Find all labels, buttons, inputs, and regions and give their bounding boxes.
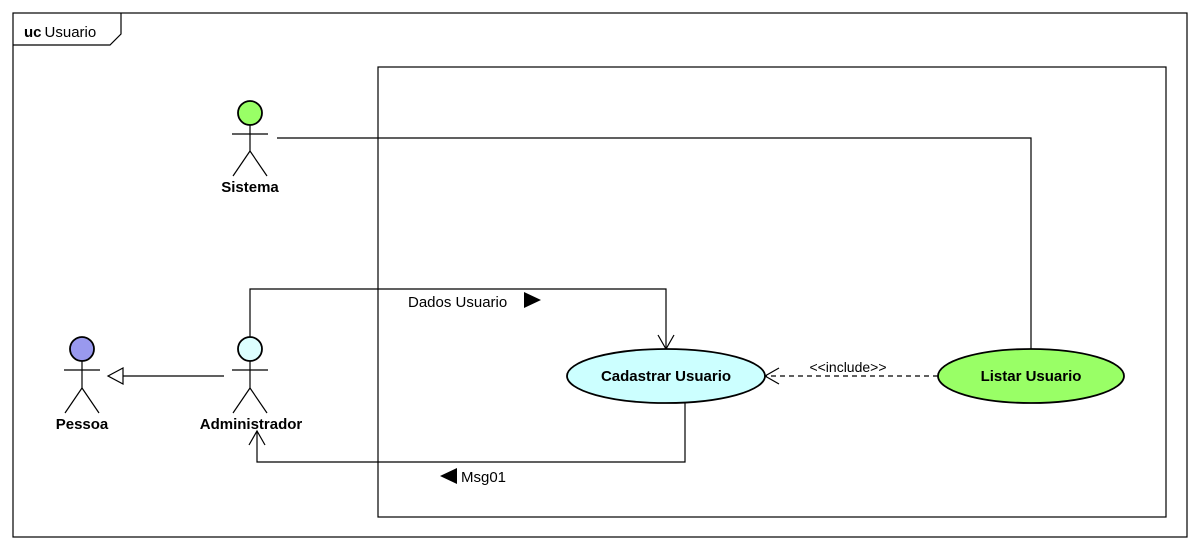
use-case-cadastrar-usuario[interactable]: Cadastrar Usuario (566, 348, 766, 404)
message-msg01-label: Msg01 (461, 469, 506, 486)
frame-name-tab (13, 13, 122, 46)
actor-sistema[interactable]: Sistema (221, 100, 279, 196)
actor-pessoa-label: Pessoa (56, 416, 109, 433)
message-msg01-direction-icon (440, 468, 457, 484)
actor-sistema-label: Sistema (221, 179, 279, 196)
actor-administrador[interactable]: Administrador (200, 336, 303, 433)
actor-pessoa-stick-figure-icon (64, 336, 100, 414)
include-stereotype-label: <<include>> (809, 359, 886, 375)
message-dados-path[interactable] (249, 288, 667, 349)
generalization-arrowhead (106, 367, 124, 385)
use-case-listar-usuario[interactable]: Listar Usuario (937, 348, 1125, 404)
association-sistema-listar[interactable] (277, 137, 1032, 349)
frame-name: Usuario (45, 24, 97, 41)
diagram-frame (12, 12, 1188, 538)
frame-keyword: uc (24, 24, 42, 41)
use-case-listar-ellipse (937, 348, 1125, 404)
actor-administrador-label: Administrador (200, 416, 303, 433)
message-msg01-arrowhead (248, 429, 266, 446)
system-boundary[interactable] (377, 66, 1167, 518)
use-case-listar-label: Listar Usuario (981, 368, 1082, 385)
message-dados-label: Dados Usuario (408, 294, 507, 311)
use-case-cadastrar-ellipse (566, 348, 766, 404)
use-case-cadastrar-label: Cadastrar Usuario (601, 368, 731, 385)
message-msg01-path[interactable] (256, 403, 686, 463)
actor-sistema-stick-figure-icon (232, 100, 268, 177)
message-dados-direction-icon (524, 292, 541, 308)
actor-pessoa[interactable]: Pessoa (56, 336, 109, 433)
actor-administrador-stick-figure-icon (232, 336, 268, 414)
